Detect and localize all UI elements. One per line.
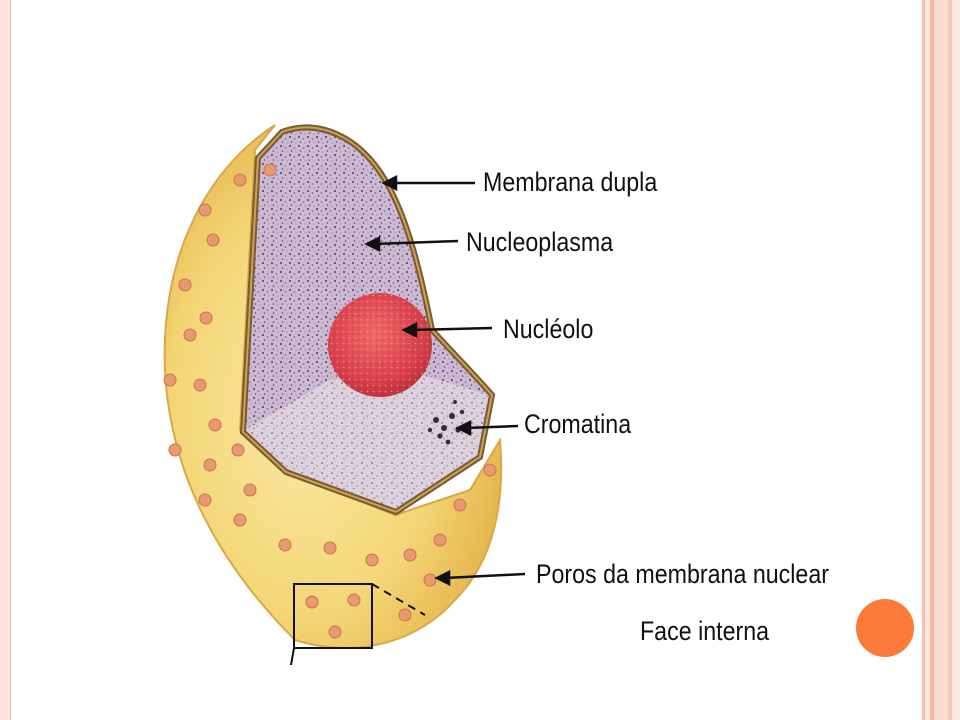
inner-face-box (293, 583, 373, 649)
inner-face-dashed-line (371, 583, 426, 616)
label-nuclear-pores: Poros da membrana nuclear (536, 559, 829, 589)
chromatin-cluster (427, 400, 465, 445)
slide-frame-right (918, 0, 960, 720)
label-nucleoplasm: Nucleoplasma (466, 227, 614, 257)
nucleolus-texture (328, 293, 432, 397)
label-nucleolus: Nucléolo (503, 314, 594, 344)
label-double-membrane: Membrana dupla (483, 167, 658, 197)
label-chromatin: Cromatina (524, 409, 632, 439)
slide-frame-left (0, 0, 11, 720)
callout-arrows (364, 174, 526, 587)
accent-circle (856, 599, 914, 657)
nucleoplasm-floor (245, 370, 490, 510)
double-membrane-inner (241, 126, 494, 514)
label-inner-face: Face interna (640, 616, 770, 646)
inner-face-box-tail (290, 647, 295, 666)
nuclear-pores (163, 163, 497, 639)
